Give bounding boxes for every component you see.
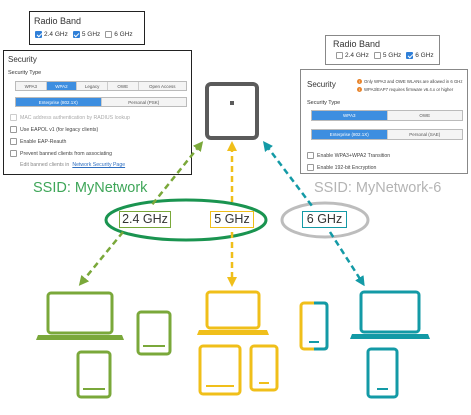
radio-band-panel-right: Radio Band 2.4 GHz 5 GHz 6 GHz bbox=[325, 35, 440, 65]
mode-personal[interactable]: Personal (SAE) bbox=[387, 130, 462, 139]
access-point-icon bbox=[205, 82, 259, 140]
security-type-owe[interactable]: OWE bbox=[387, 111, 462, 120]
checkbox-icon bbox=[10, 114, 17, 121]
ssid-label-right: SSID: MyNetwork-6 bbox=[314, 180, 442, 196]
security-mode-selector: Enterprise (802.1X) Personal (SAE) bbox=[311, 129, 463, 140]
freq-label-2-4ghz: 2.4 GHz bbox=[119, 211, 171, 228]
tablet-icon bbox=[198, 344, 242, 396]
security-panel-left: Security Security Type WPA3 WPA2 Legacy … bbox=[3, 50, 192, 175]
security-type-open-access[interactable]: Open Access bbox=[138, 82, 186, 90]
security-title: Security bbox=[8, 55, 37, 64]
radio-option-2-4ghz[interactable]: 2.4 GHz bbox=[35, 31, 68, 38]
warning-icon: ! bbox=[357, 87, 362, 92]
option-wpa3-wpa2-transition[interactable]: Enable WPA3+WPA2 Transition bbox=[307, 152, 390, 159]
option-192-bit[interactable]: Enable 192-bit Encryption bbox=[307, 164, 376, 171]
warning-icon: ! bbox=[357, 79, 362, 84]
edit-banned-clients: Edit banned clients in Network Security … bbox=[20, 162, 126, 168]
checkbox-icon bbox=[10, 138, 17, 145]
mode-enterprise[interactable]: Enterprise (802.1X) bbox=[312, 130, 388, 139]
option-mac-radius[interactable]: MAC address authentication by RADIUS loo… bbox=[10, 114, 130, 121]
security-type-owe[interactable]: OWE bbox=[107, 82, 139, 90]
freq-label-5ghz: 5 GHz bbox=[210, 211, 254, 228]
security-type-wpa2[interactable]: WPA2 bbox=[46, 82, 78, 90]
checkbox-icon bbox=[307, 164, 314, 171]
security-type-selector: WPA3 WPA2 Legacy OWE Open Access bbox=[15, 81, 187, 91]
tablet-icon bbox=[136, 310, 172, 356]
radio-option-5ghz[interactable]: 5 GHz bbox=[72, 31, 100, 38]
security-panel-right: Security !Only WPA3 and OWE WLANs are al… bbox=[300, 69, 468, 174]
option-eap-reauth[interactable]: Enable EAP-Reauth bbox=[10, 138, 66, 145]
checkbox-icon bbox=[406, 52, 414, 59]
security-title: Security bbox=[307, 80, 336, 89]
radio-band-panel-left: Radio Band 2.4 GHz 5 GHz 6 GHz bbox=[29, 11, 145, 45]
arrow-2-4ghz bbox=[150, 141, 204, 207]
checkbox-icon bbox=[336, 52, 343, 59]
option-eapol-v1[interactable]: Use EAPOL v1 (for legacy clients) bbox=[10, 126, 98, 133]
phone-icon bbox=[249, 344, 279, 392]
radio-band-title: Radio Band bbox=[333, 39, 381, 49]
laptop-icon bbox=[36, 291, 124, 340]
security-type-label: Security Type bbox=[307, 100, 341, 106]
security-mode-selector: Enterprise (802.1X) Personal (PSK) bbox=[15, 97, 187, 107]
arrow-6ghz bbox=[262, 141, 313, 207]
laptop-icon bbox=[350, 290, 430, 339]
security-note-1: !Only WPA3 and OWE WLANs are allowed in … bbox=[357, 79, 463, 84]
checkbox-icon bbox=[373, 52, 381, 59]
arrow-2-4ghz-down bbox=[78, 231, 124, 286]
band-group-ellipse-green bbox=[104, 198, 268, 242]
tablet-icon bbox=[76, 350, 112, 399]
phone-icon bbox=[366, 347, 399, 399]
option-prevent-banned[interactable]: Prevent banned clients from associating bbox=[10, 150, 112, 157]
radio-option-6ghz[interactable]: 6 GHz bbox=[406, 52, 434, 59]
security-type-selector: WPA3 OWE bbox=[311, 110, 463, 121]
mode-personal[interactable]: Personal (PSK) bbox=[101, 98, 186, 106]
security-type-label: Security Type bbox=[8, 70, 42, 76]
phone-icon bbox=[299, 301, 329, 351]
band-group-ellipse-gray bbox=[280, 201, 370, 239]
network-security-link[interactable]: Network Security Page bbox=[72, 162, 126, 168]
checkbox-icon bbox=[35, 31, 42, 38]
radio-option-2-4ghz[interactable]: 2.4 GHz bbox=[336, 52, 369, 59]
radio-option-5ghz[interactable]: 5 GHz bbox=[373, 52, 401, 59]
security-type-legacy[interactable]: Legacy bbox=[77, 82, 108, 90]
laptop-icon bbox=[197, 290, 269, 335]
security-type-wpa3[interactable]: WPA3 bbox=[16, 82, 47, 90]
mode-enterprise[interactable]: Enterprise (802.1X) bbox=[16, 98, 102, 106]
arrow-6ghz-down bbox=[328, 231, 365, 287]
security-note-2: !WPA3/EAP7 requires firmware v6.4.x or h… bbox=[357, 87, 454, 92]
checkbox-icon bbox=[307, 152, 314, 159]
checkbox-icon bbox=[10, 150, 17, 157]
radio-band-title: Radio Band bbox=[34, 16, 82, 26]
radio-option-6ghz[interactable]: 6 GHz bbox=[105, 31, 133, 38]
checkbox-icon bbox=[10, 126, 17, 133]
ssid-label-left: SSID: MyNetwork bbox=[33, 180, 148, 196]
checkbox-icon bbox=[105, 31, 113, 38]
checkbox-icon bbox=[72, 31, 80, 38]
freq-label-6ghz: 6 GHz bbox=[302, 211, 347, 228]
security-type-wpa3[interactable]: WPA3 bbox=[312, 111, 388, 120]
